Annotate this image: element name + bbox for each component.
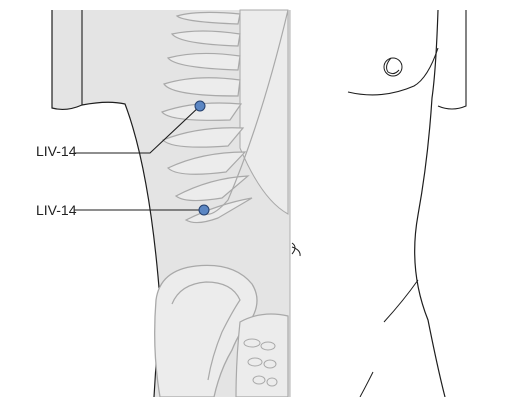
navel: [292, 243, 300, 256]
groin-line: [360, 372, 373, 397]
acupoint-upper[interactable]: [195, 101, 205, 111]
right-arm-line: [438, 10, 466, 109]
point-label-upper: LIV-14: [36, 143, 76, 159]
point-label-lower: LIV-14: [36, 202, 76, 218]
abdomen-line: [384, 280, 418, 322]
nipple: [387, 58, 399, 74]
chest-line: [348, 48, 438, 95]
acupoint-lower[interactable]: [199, 205, 209, 215]
sacrum: [236, 314, 288, 397]
